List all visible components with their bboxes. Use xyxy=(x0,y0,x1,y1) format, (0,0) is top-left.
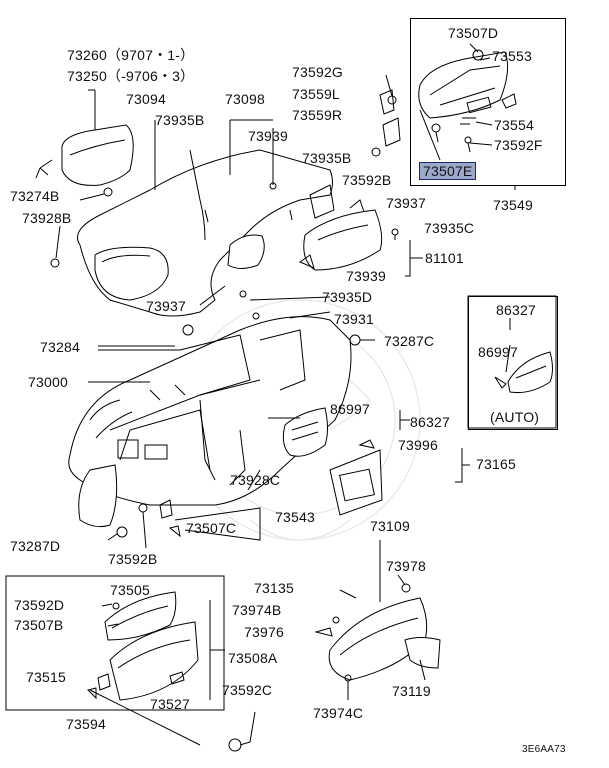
part-label[interactable]: 73165 xyxy=(476,456,516,472)
part-label[interactable]: 73543 xyxy=(275,509,315,525)
part-label[interactable]: 73935B xyxy=(155,112,205,128)
part-label[interactable]: 73559R xyxy=(292,107,343,123)
upper-lid-assembly xyxy=(418,49,517,153)
auto-variant-frame xyxy=(468,296,558,430)
part-label[interactable]: 73507D xyxy=(448,25,499,41)
part-label[interactable]: 73928C xyxy=(230,472,281,488)
part-label[interactable]: 73592D xyxy=(14,597,65,613)
part-label[interactable]: 73109 xyxy=(370,518,410,534)
part-label[interactable]: 73931 xyxy=(334,311,374,327)
instrument-panel-cover xyxy=(77,119,333,317)
part-label[interactable]: 73505 xyxy=(110,582,150,598)
part-label[interactable]: 73592F xyxy=(494,137,543,153)
part-label[interactable]: 73287D xyxy=(10,538,61,554)
part-label[interactable]: 73974C xyxy=(313,705,364,721)
part-label[interactable]: 73527 xyxy=(150,696,190,712)
part-label[interactable]: 73978 xyxy=(386,558,426,574)
part-label[interactable]: 73250（-9706・3） xyxy=(67,68,195,84)
upper-lid-group-box xyxy=(410,18,566,186)
part-label[interactable]: 86327 xyxy=(496,302,536,318)
part-label[interactable]: 73287C xyxy=(384,333,435,349)
part-label[interactable]: 73119 xyxy=(392,683,431,699)
part-label[interactable]: 73507B xyxy=(14,617,64,633)
part-label[interactable]: 73928B xyxy=(22,210,72,226)
switch-panel xyxy=(298,209,423,277)
side-bracket-parts xyxy=(309,74,401,240)
part-label[interactable]: 73507C xyxy=(186,520,237,536)
part-label[interactable]: 73974B xyxy=(232,602,282,618)
diagram-code: 3E6AA73 xyxy=(522,744,566,755)
part-label[interactable]: 81101 xyxy=(425,250,464,266)
part-label[interactable]: 73592B xyxy=(342,172,392,188)
part-label[interactable]: 73553 xyxy=(492,48,532,64)
dashboard-main-body xyxy=(68,290,361,528)
part-label[interactable]: 73559L xyxy=(292,86,340,102)
part-label[interactable]: 73935B xyxy=(302,150,352,166)
glove-box-parts xyxy=(87,591,256,752)
part-label[interactable]: 86327 xyxy=(410,414,450,430)
part-label[interactable]: 73592B xyxy=(108,551,158,567)
highlighted-part-label[interactable]: 73507E xyxy=(419,162,477,180)
part-label[interactable]: 73260（9707・1-） xyxy=(67,47,195,63)
center-bezel xyxy=(329,439,470,516)
part-label[interactable]: 73094 xyxy=(126,91,166,107)
part-label[interactable]: 86997 xyxy=(330,401,370,417)
part-label[interactable]: 73937 xyxy=(386,195,426,211)
variant-label: (AUTO) xyxy=(490,409,540,425)
part-label[interactable]: 73939 xyxy=(248,128,288,144)
part-label[interactable]: 73937 xyxy=(146,298,186,314)
lower-center-cover xyxy=(314,540,441,700)
part-label[interactable]: 73976 xyxy=(244,624,284,640)
meter-hood-assembly xyxy=(35,89,134,197)
part-label[interactable]: 73554 xyxy=(494,117,534,133)
part-label[interactable]: 73594 xyxy=(66,716,106,732)
part-label[interactable]: 73935C xyxy=(424,220,475,236)
part-label[interactable]: 73935D xyxy=(322,289,373,305)
part-label[interactable]: 73098 xyxy=(225,91,265,107)
part-label[interactable]: 73592G xyxy=(292,64,344,80)
part-label[interactable]: 73939 xyxy=(346,268,386,284)
part-label[interactable]: 73508A xyxy=(228,650,278,666)
part-label[interactable]: 73515 xyxy=(26,669,66,685)
part-label[interactable]: 73284 xyxy=(40,339,80,355)
part-label[interactable]: 73274B xyxy=(10,188,60,204)
part-label[interactable]: 73000 xyxy=(28,374,68,390)
heater-control-panel xyxy=(268,407,410,457)
part-label[interactable]: 73996 xyxy=(398,437,438,453)
part-label[interactable]: 86997 xyxy=(478,344,518,360)
part-label[interactable]: 73135 xyxy=(254,580,294,596)
part-label[interactable]: 73549 xyxy=(493,197,533,213)
glove-box-group xyxy=(5,575,225,711)
lower-side-parts xyxy=(107,469,261,549)
part-label[interactable]: 73592C xyxy=(222,682,273,698)
